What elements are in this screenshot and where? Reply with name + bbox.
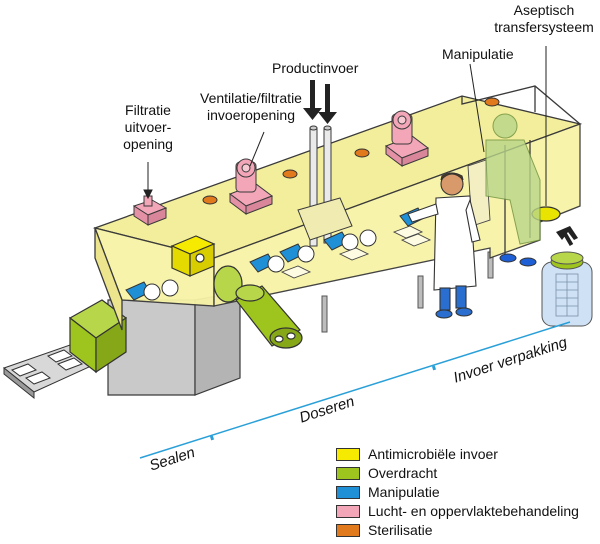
label-filtratie-uitvoer-line1: Filtratie [125,102,171,118]
label-filtratie-uitvoer-line2: uitvoer- [124,119,172,135]
packaging-container [541,251,593,327]
legend-swatch [336,505,360,518]
label-productinvoer: Productinvoer [272,60,359,76]
label-manipulatie: Manipulatie [442,46,514,62]
legend-item: Overdracht [336,465,600,483]
glovebox-operator [485,113,541,245]
legend-item: Sterilisatie [336,522,600,540]
legend-swatch [336,524,360,537]
packaging-inlet-arrow [556,226,578,247]
legend-label: Lucht- en oppervlaktebehandeling [368,503,579,519]
product-inlet-arrows [303,80,337,124]
legend-item: Lucht- en oppervlaktebehandeling [336,503,600,521]
legend-label: Sterilisatie [368,522,433,538]
label-aseptisch-line1: Aseptisch [513,2,575,18]
label-aseptisch-line2: transfersysteem [494,19,594,35]
legend-label: Antimicrobiële invoer [368,446,498,462]
label-filtratie-uitvoer: Filtratie uitvoer- opening [112,102,184,153]
legend-swatch [336,486,360,499]
antimicrobial-inlet [170,235,216,277]
label-aseptisch: Aseptisch transfersysteem [488,2,600,36]
base-cabinet [107,291,241,396]
internal-columns [297,125,353,247]
label-ventilatie: Ventilatie/filtratie invoeropening [190,90,312,124]
legend-swatch [336,467,360,480]
label-ventilatie-line1: Ventilatie/filtratie [200,90,302,106]
legend-item: Manipulatie [336,484,600,502]
label-ventilatie-line2: invoeropening [207,107,295,123]
transfer-ports [213,206,561,349]
legend-swatch [336,448,360,461]
legend-label: Overdracht [368,465,438,481]
lab-operator [407,172,481,319]
legend-label: Manipulatie [368,484,440,500]
label-filtratie-uitvoer-line3: opening [123,136,173,152]
legend-item: Antimicrobiële invoer [336,446,600,464]
exit-transfer-tunnel [68,299,128,374]
process-axis [139,321,571,459]
glovebox-operator-boots [499,253,537,267]
leader-lines [143,46,547,206]
sterilisation-ports [202,97,500,205]
